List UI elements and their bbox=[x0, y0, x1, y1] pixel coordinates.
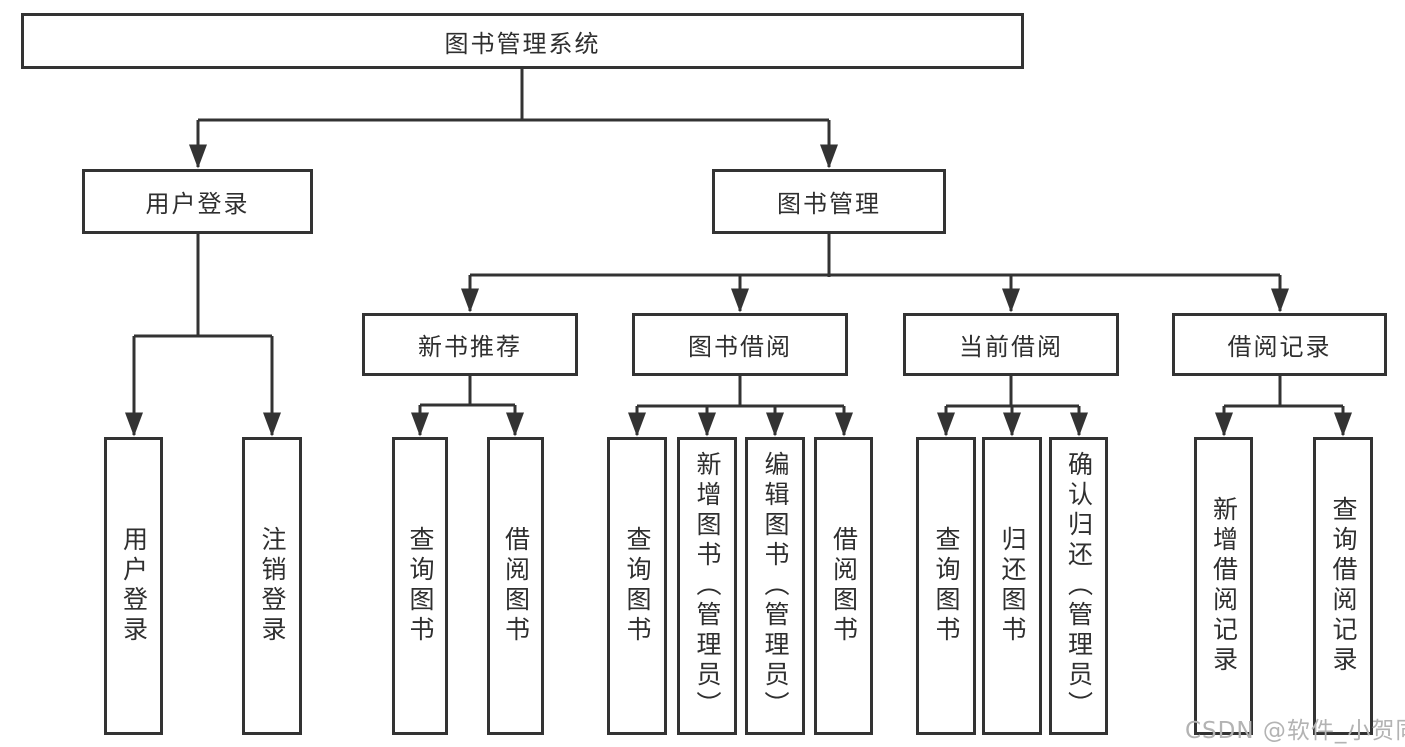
leaf-borrow-query-books-label: 查询图书 bbox=[623, 526, 652, 646]
node-book-borrow-label: 图书借阅 bbox=[688, 333, 792, 361]
leaf-newbook-query-books-label: 查询图书 bbox=[406, 526, 435, 646]
leaf-borrow-add-books: 新增图书（管理员） bbox=[677, 437, 737, 735]
leaf-borrow-borrow-books: 借阅图书 bbox=[814, 437, 873, 735]
leaf-borrow-borrow-books-label: 借阅图书 bbox=[829, 526, 859, 646]
leaf-current-query-books: 查询图书 bbox=[916, 437, 976, 735]
leaf-records-query-record-label: 查询借阅记录 bbox=[1329, 496, 1358, 676]
leaf-newbook-borrow-books-label: 借阅图书 bbox=[501, 526, 531, 646]
node-borrow-records-label: 借阅记录 bbox=[1227, 333, 1332, 361]
leaf-logout-label: 注销登录 bbox=[258, 526, 287, 646]
leaf-current-return-books: 归还图书 bbox=[982, 437, 1042, 735]
node-book-borrow: 图书借阅 bbox=[632, 313, 848, 376]
leaf-current-confirm-return: 确认归还（管理员） bbox=[1049, 437, 1108, 735]
node-book-management-label: 图书管理 bbox=[777, 190, 881, 218]
node-root-label: 图书管理系统 bbox=[444, 29, 601, 58]
node-root: 图书管理系统 bbox=[21, 13, 1024, 69]
node-borrow-records: 借阅记录 bbox=[1172, 313, 1387, 376]
leaf-records-query-record: 查询借阅记录 bbox=[1313, 437, 1373, 735]
leaf-current-query-books-label: 查询图书 bbox=[932, 526, 961, 646]
leaf-current-return-books-label: 归还图书 bbox=[998, 526, 1027, 646]
leaf-records-add-record-label: 新增借阅记录 bbox=[1209, 496, 1239, 676]
leaf-borrow-edit-books: 编辑图书（管理员） bbox=[745, 437, 805, 735]
leaf-borrow-edit-books-label: 编辑图书（管理员） bbox=[761, 451, 790, 721]
node-user-login: 用户登录 bbox=[82, 169, 313, 234]
node-current-borrow-label: 当前借阅 bbox=[959, 333, 1063, 361]
leaf-records-add-record: 新增借阅记录 bbox=[1194, 437, 1253, 735]
leaf-current-confirm-return-label: 确认归还（管理员） bbox=[1064, 451, 1094, 721]
leaf-newbook-borrow-books: 借阅图书 bbox=[487, 437, 544, 735]
node-new-book-recommend: 新书推荐 bbox=[362, 313, 578, 376]
node-current-borrow: 当前借阅 bbox=[903, 313, 1119, 376]
leaf-borrow-add-books-label: 新增图书（管理员） bbox=[693, 451, 722, 721]
leaf-logout: 注销登录 bbox=[242, 437, 302, 735]
leaf-user-login: 用户登录 bbox=[104, 437, 163, 735]
leaf-newbook-query-books: 查询图书 bbox=[392, 437, 448, 735]
node-new-book-recommend-label: 新书推荐 bbox=[418, 333, 522, 361]
leaf-user-login-label: 用户登录 bbox=[119, 526, 149, 646]
csdn-watermark: CSDN @软件_小贺同学 bbox=[1185, 718, 1405, 744]
node-book-management: 图书管理 bbox=[712, 169, 946, 234]
leaf-borrow-query-books: 查询图书 bbox=[607, 437, 667, 735]
node-user-login-label: 用户登录 bbox=[145, 190, 250, 218]
